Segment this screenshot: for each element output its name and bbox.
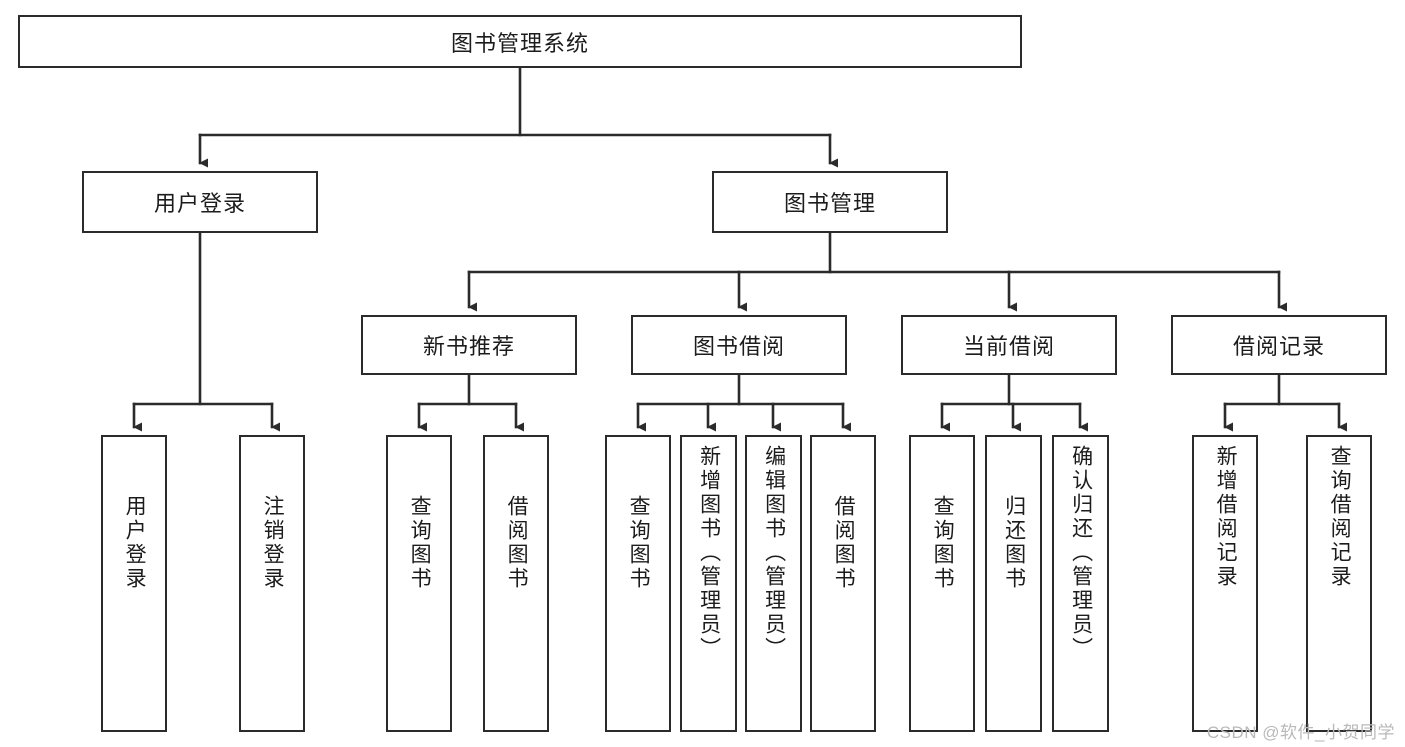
- node-label: 新增图书（管理员）: [697, 445, 721, 661]
- node-label: 图书借阅: [692, 334, 785, 359]
- leaf-node-query-borrow-record[interactable]: 查询借阅记录: [1306, 435, 1372, 732]
- node-label: 注销登录: [261, 495, 285, 591]
- node-label: 当前借阅: [962, 334, 1055, 359]
- leaf-node-confirm-return-admin[interactable]: 确认归还（管理员）: [1052, 435, 1109, 732]
- node-label: 查询图书: [408, 495, 432, 591]
- node-user-login[interactable]: 用户登录: [82, 171, 318, 233]
- node-label: 借阅图书: [832, 495, 856, 591]
- leaf-node-query-book-current[interactable]: 查询图书: [909, 435, 975, 732]
- csdn-watermark: CSDN @软件_小贺同学: [1206, 723, 1395, 742]
- node-label: 新增借阅记录: [1214, 445, 1238, 589]
- node-label: 用户登录: [153, 191, 246, 216]
- leaf-node-user-logout[interactable]: 注销登录: [239, 435, 305, 732]
- node-label: 用户登录: [123, 495, 147, 591]
- node-label: 查询图书: [931, 495, 955, 591]
- leaf-node-user-login[interactable]: 用户登录: [101, 435, 167, 732]
- node-label: 查询图书: [627, 495, 651, 591]
- leaf-node-edit-book-admin[interactable]: 编辑图书（管理员）: [745, 435, 802, 732]
- leaf-node-borrow-book[interactable]: 借阅图书: [810, 435, 876, 732]
- node-label: 查询借阅记录: [1328, 445, 1352, 589]
- node-book-management-system[interactable]: 图书管理系统: [18, 15, 1022, 68]
- leaf-node-add-book-admin[interactable]: 新增图书（管理员）: [680, 435, 737, 732]
- node-label: 图书管理: [783, 191, 876, 216]
- node-book-manage[interactable]: 图书管理: [712, 171, 948, 233]
- node-label: 借阅图书: [505, 495, 529, 591]
- node-label: 归还图书: [1002, 495, 1026, 591]
- leaf-node-query-book-borrow[interactable]: 查询图书: [605, 435, 671, 732]
- node-borrow-record[interactable]: 借阅记录: [1171, 315, 1387, 375]
- leaf-node-return-book[interactable]: 归还图书: [985, 435, 1042, 732]
- node-label: 图书管理系统: [450, 30, 589, 56]
- node-label: 借阅记录: [1232, 334, 1325, 359]
- node-label: 确认归还（管理员）: [1069, 445, 1093, 661]
- node-label: 编辑图书（管理员）: [762, 445, 786, 661]
- node-label: 新书推荐: [422, 334, 515, 359]
- node-new-book-recommend[interactable]: 新书推荐: [361, 315, 577, 375]
- node-current-borrow[interactable]: 当前借阅: [901, 315, 1117, 375]
- leaf-node-borrow-book-recommend[interactable]: 借阅图书: [483, 435, 549, 732]
- node-book-borrow[interactable]: 图书借阅: [631, 315, 847, 375]
- leaf-node-query-book-recommend[interactable]: 查询图书: [386, 435, 452, 732]
- leaf-node-add-borrow-record[interactable]: 新增借阅记录: [1192, 435, 1258, 732]
